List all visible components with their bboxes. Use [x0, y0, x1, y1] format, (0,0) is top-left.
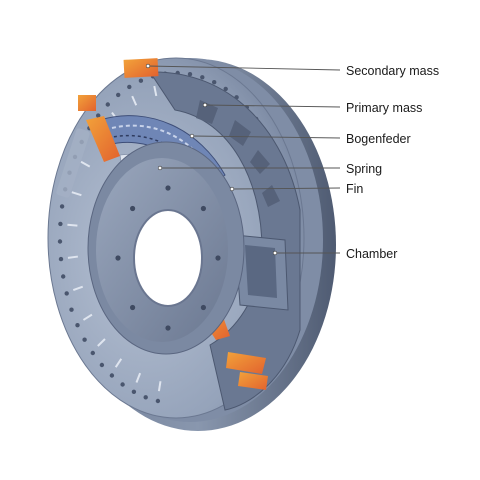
- rim-bolt-hole: [131, 389, 137, 394]
- rim-bolt-hole: [61, 274, 66, 279]
- hub-bolt-hole: [200, 304, 206, 311]
- hub-bolt-holes: [115, 185, 221, 331]
- rim-bolt-hole: [187, 72, 193, 77]
- rim-bolt-hole: [82, 337, 87, 342]
- rim-bolt-hole: [127, 84, 132, 90]
- rim-bolt-hole: [138, 78, 144, 83]
- leader-lines: [147, 65, 341, 254]
- rim-bolt-hole: [96, 113, 101, 118]
- hub-bolt-hole: [200, 205, 206, 212]
- label-secondary-mass: Secondary mass: [346, 64, 440, 78]
- rim-slot: [131, 95, 138, 106]
- leader-bogenfeder: [191, 135, 341, 139]
- leader-primary-mass: [204, 104, 341, 108]
- hub-bolt-hole: [165, 325, 171, 331]
- rim-bolt-hole: [116, 92, 121, 98]
- rim-slot: [67, 223, 78, 227]
- rim-bolt-hole: [223, 86, 228, 92]
- leader-fin: [231, 187, 341, 190]
- rim-bolt-hole: [120, 382, 125, 387]
- rim-slot: [67, 255, 78, 259]
- rim-bolt-hole: [90, 350, 96, 356]
- rim-bolt-hole: [57, 239, 63, 244]
- rim-bolt-hole: [155, 398, 161, 404]
- rim-slot: [157, 381, 162, 392]
- leader-dots: [145, 63, 278, 256]
- center-bore: [133, 209, 203, 307]
- rim-bolt-hole: [109, 373, 115, 378]
- rim-bolt-hole: [64, 291, 69, 296]
- rim-bolt-hole: [212, 80, 217, 85]
- rotary-emboss-icon: [56, 128, 90, 198]
- rim-slot: [71, 191, 82, 197]
- rim-slot: [82, 313, 93, 321]
- rim-slot: [114, 358, 123, 368]
- rim-bolt-hole: [58, 221, 63, 227]
- rim-bolt-hole: [99, 362, 105, 368]
- rim-slot: [153, 85, 158, 97]
- rim-slot: [135, 372, 142, 383]
- label-bogenfeder: Bogenfeder: [346, 132, 411, 146]
- rim-bolt-hole: [59, 204, 65, 209]
- rim-slot: [97, 338, 106, 347]
- rim-slot: [72, 285, 84, 292]
- rim-bolt-hole: [75, 323, 80, 328]
- rim-bolt-hole: [200, 75, 205, 80]
- label-fin: Fin: [346, 182, 364, 196]
- hub-bolt-hole: [215, 255, 221, 261]
- label-primary-mass: Primary mass: [346, 101, 423, 115]
- rim-bolt-hole: [105, 102, 111, 107]
- hub-bolt-hole: [115, 255, 121, 261]
- rim-slot: [80, 160, 91, 168]
- leader-secondary-mass: [147, 65, 341, 71]
- label-chamber: Chamber: [346, 247, 398, 261]
- rim-bolt-hole: [69, 307, 74, 312]
- label-spring: Spring: [346, 162, 383, 176]
- hub-bolt-hole: [130, 304, 136, 311]
- rim-bolt-hole: [58, 256, 64, 262]
- hub-bolt-hole: [165, 185, 171, 191]
- rim-bolt-hole: [143, 395, 148, 400]
- hub-bolt-hole: [130, 205, 136, 212]
